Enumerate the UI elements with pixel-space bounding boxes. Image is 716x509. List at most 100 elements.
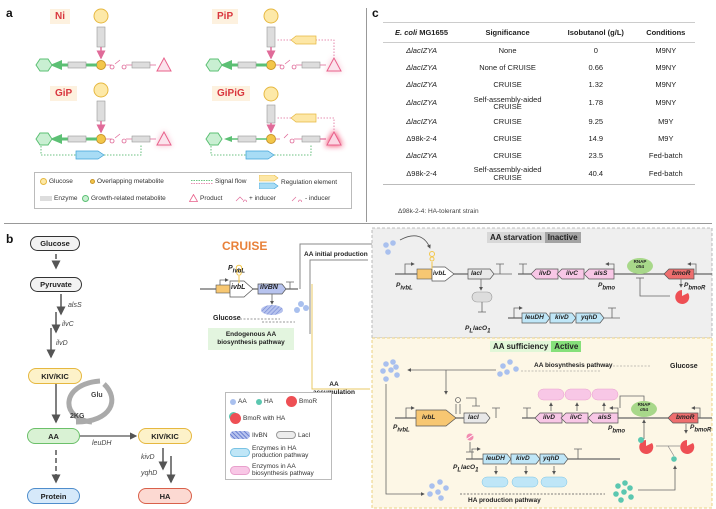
conditions-cell: M9NY: [655, 63, 677, 73]
regulation-element: [75, 150, 105, 160]
col-conditions: Conditions: [636, 22, 695, 43]
enzyme-box: [96, 26, 106, 48]
starvation-p-bmor: PbmoR: [684, 282, 706, 292]
table-footnote: Δ98k-2-4: HA-tolerant strain: [398, 208, 479, 215]
gene-yqhd: yqhD: [141, 470, 158, 477]
module-gip: [35, 82, 172, 160]
regulation-element: [290, 35, 317, 45]
bmor-icon: [286, 396, 297, 407]
strain-cell: Δ98k-2-4: [383, 164, 461, 186]
overlap-metabolite: [96, 60, 106, 70]
significance-cell: CRUISE: [493, 80, 522, 90]
panel-a-diagram: [35, 8, 343, 160]
starvation-yqhd: yqhD: [581, 314, 598, 321]
sufficiency-pl-laco: PLlacO1: [453, 464, 479, 474]
panel-label-c: c: [372, 6, 379, 20]
starvation-title: AA starvation: [487, 232, 545, 243]
starvation-laci: lacI: [471, 270, 482, 277]
glucose-icon: [40, 178, 47, 185]
laci-gene-2: [463, 412, 491, 424]
significance-cell: None: [498, 46, 517, 56]
legend-growth: Growth-related metabolite: [82, 195, 166, 202]
strain-cell: ΔlacIZYA: [406, 63, 437, 73]
isobutanol-cell: 9.25: [588, 116, 604, 126]
sufficiency-laci: lacI: [468, 414, 479, 421]
significance-cell: CRUISE: [493, 150, 522, 160]
sufficiency-p-bmor: PbmoR: [690, 424, 712, 434]
ilvbn-label: ilvBN: [260, 284, 278, 291]
legend-plus-inducer: + inducer: [235, 195, 276, 202]
module-pip: [205, 8, 342, 72]
aa-accumulation-label: AA accumulation: [313, 381, 355, 397]
significance-cell: CRUISE: [493, 116, 522, 126]
significance-cell: Self-assembly-aided CRUISE: [460, 164, 556, 186]
legend-product: Product: [189, 194, 222, 202]
sufficiency-state: Active: [551, 341, 582, 352]
strain-cell: ΔlacIZYA: [406, 46, 437, 56]
node-pyruvate: Pyruvate: [30, 277, 82, 292]
isobutanol-cell: 1.32: [588, 80, 604, 90]
isobutanol-cell: 14.9: [588, 133, 604, 143]
overlap-icon: [90, 179, 95, 184]
product-triangle: [156, 56, 172, 72]
cruise-legend: AA HA BmoR BmoR with HA IlvBN LacI Enzym…: [225, 392, 332, 480]
node-protein: Protein: [27, 488, 80, 504]
laci-icon: [276, 431, 296, 439]
legend-enz-aa: Enzymos in AA biosynthesis pathway: [230, 463, 324, 477]
legend-enzyme: Enzyme: [40, 195, 77, 202]
isobutanol-table: E. coli MG1655 Significance Isobutanol (…: [383, 22, 695, 186]
strain-cell: ΔlacIZYA: [406, 116, 437, 126]
enzyme-box: [67, 61, 87, 69]
starvation-p-ivbl: PivbL: [396, 282, 413, 292]
sufficiency-title: AA sufficiency: [490, 341, 552, 352]
significance-cell: CRUISE: [493, 133, 522, 143]
legend-enz-ha: Enzymes in HA production pathway: [230, 445, 322, 459]
ilvbn-icon: [230, 431, 250, 439]
aa-icon: [230, 398, 236, 405]
sufficiency-kivd: kivD: [516, 455, 530, 462]
conditions-cell: M9Y: [658, 116, 674, 126]
node-kivkic-2: KIV/KIC: [138, 428, 192, 444]
plus-inducer-icon: [235, 196, 247, 202]
strain-cell: ΔlacIZYA: [406, 150, 437, 160]
starvation-ilvc: ilvC: [566, 270, 578, 277]
significance-cell: Self-assembly-aided CRUISE: [473, 94, 542, 112]
gene-ilvd: ilvD: [56, 340, 68, 347]
gene-ilvc: ilvC: [62, 321, 74, 328]
panel-label-b: b: [6, 232, 14, 246]
sufficiency-ivbl: ivbL: [422, 414, 436, 421]
gene-alss: alsS: [68, 302, 82, 309]
divider-vertical: [366, 8, 367, 222]
p-ivbl-label: PivbL: [228, 265, 246, 275]
enzyme-ha-icon: [230, 447, 250, 457]
module-gipig: [205, 86, 343, 160]
endogenous-pathway-box: Endogenous AA biosynthesis pathway: [208, 328, 294, 350]
legend-bmor: BmoR: [286, 396, 317, 407]
cycle-2kg: 2KG: [70, 413, 85, 420]
divider-horizontal: [4, 223, 712, 224]
ivbl-leader: [215, 284, 231, 294]
pathway-arrows: [46, 246, 176, 484]
strain-cell: ΔlacIZYA: [406, 98, 437, 108]
legend-bmor-ha: BmoR with HA: [230, 413, 285, 424]
cycle-glu: Glu: [91, 392, 103, 399]
product-icon: [189, 194, 198, 202]
tag-pip: PiP: [212, 9, 239, 24]
sufficiency-ilvd: ilvD: [543, 414, 555, 421]
cruise-title: CRUISE: [222, 239, 268, 253]
node-kivkic-1: KIV/KIC: [28, 368, 82, 384]
sufficiency-header: AA sufficiency Active: [490, 341, 582, 352]
legend-ha: HA: [256, 398, 273, 405]
conditions-cell: Fed-batch: [636, 164, 695, 186]
growth-icon: [82, 195, 89, 202]
tag-gipig: GiPiG: [212, 86, 250, 101]
conditions-cell: M9NY: [655, 80, 677, 90]
node-glucose: Glucose: [30, 236, 80, 251]
aa-biosynthesis-pathway-label: AA biosynthesis pathway: [534, 362, 613, 369]
